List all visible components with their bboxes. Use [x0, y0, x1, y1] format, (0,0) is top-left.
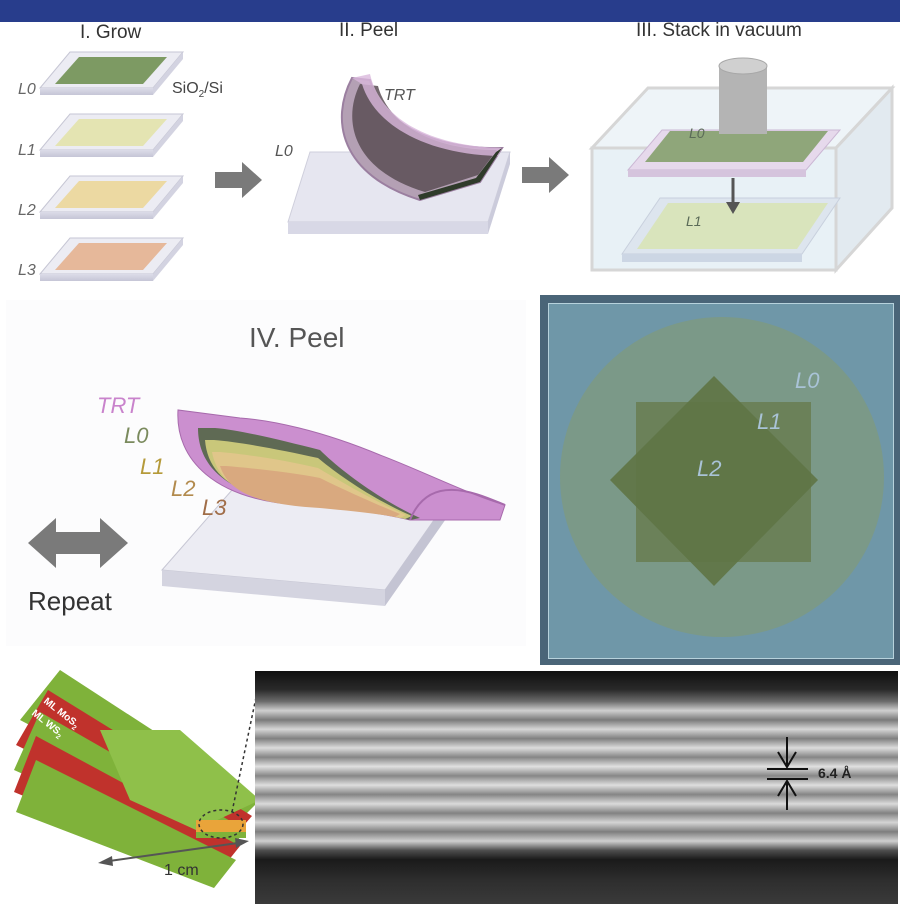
- substrate-label: SiO2/Si: [172, 80, 223, 101]
- photo-label-l0: L0: [795, 368, 820, 393]
- peel-trt-label: TRT: [384, 87, 416, 104]
- stack-label-l1: L1: [140, 454, 165, 479]
- repeat-label: Repeat: [28, 586, 112, 616]
- wafer-l1: [38, 113, 185, 157]
- grow-label-l1: L1: [18, 142, 36, 159]
- vacuum-chamber: [588, 57, 896, 274]
- grow-wafers: TRT L0 L0 L1: [38, 51, 896, 281]
- stack-label-l3: L3: [202, 495, 227, 520]
- photo-label-l1: L1: [757, 409, 782, 434]
- vacuum-l1-label: L1: [686, 213, 702, 229]
- photo-label-l2: L2: [697, 456, 722, 481]
- grow-label-l0: L0: [18, 81, 36, 98]
- peel-l0-label: L0: [275, 143, 293, 160]
- peel-curled-film: [340, 74, 504, 202]
- spacing-marker: [767, 737, 808, 810]
- wafer-l0: [38, 51, 185, 95]
- stack-label-l2: L2: [171, 476, 196, 501]
- scale-label: 1 cm: [164, 862, 199, 879]
- vacuum-l0-label: L0: [689, 125, 705, 141]
- arrow-right-icon: [215, 162, 262, 198]
- spacing-label: 6.4 Å: [818, 765, 852, 781]
- stack-label-trt: TRT: [97, 393, 140, 418]
- header-bar: [0, 0, 900, 22]
- arrow-right-icon: [522, 157, 569, 193]
- peel-iv-title: IV. Peel: [249, 322, 345, 353]
- stack-label-l0: L0: [124, 423, 149, 448]
- grow-label-l2: L2: [18, 202, 36, 219]
- grow-label-l3: L3: [18, 262, 36, 279]
- wafer-l3: [38, 237, 185, 281]
- step-stack-title: III. Stack in vacuum: [636, 20, 802, 41]
- step-peel-title: II. Peel: [339, 20, 399, 41]
- repeat-double-arrow-icon: [28, 518, 128, 568]
- stem-image: [255, 671, 898, 904]
- step-grow-title: I. Grow: [80, 22, 142, 43]
- wafer-l2: [38, 175, 185, 219]
